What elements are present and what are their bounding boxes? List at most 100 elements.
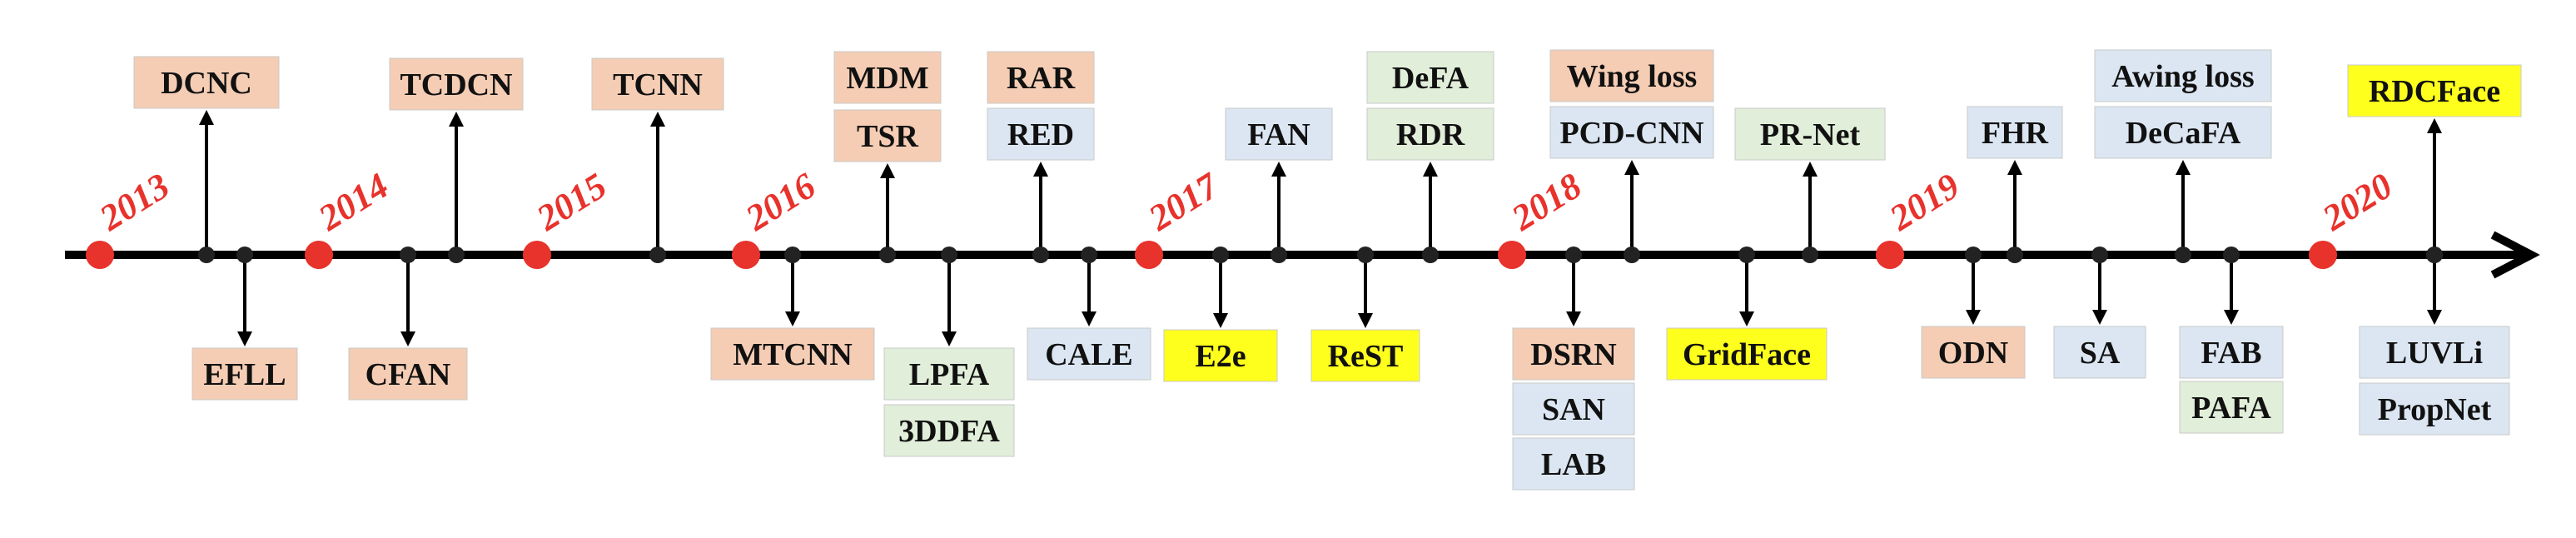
method-above-tcnn: TCNN [591, 57, 724, 111]
arrow-down-icon [400, 331, 415, 346]
method-below-fab: FAB [2179, 326, 2284, 379]
arrow-down-icon [1739, 311, 1754, 326]
method-label: Awing loss [2111, 59, 2254, 94]
method-below-cfan: CFAN [348, 347, 468, 401]
method-label: DSRN [1530, 337, 1616, 372]
year-marker-2020 [2309, 241, 2337, 269]
method-box-bg [191, 347, 298, 401]
method-label: LUVLi [2386, 336, 2483, 371]
method-label: EFLL [203, 357, 286, 392]
method-box-bg [710, 327, 875, 381]
method-box-bg [1512, 437, 1635, 491]
method-box-bg [883, 404, 1015, 457]
method-above-decafa: DeCaFA [2094, 106, 2272, 159]
arrow-down-icon [785, 311, 800, 326]
year-label-2019: 2019 [1882, 165, 1966, 239]
method-below-mtcnn: MTCNN [710, 327, 875, 381]
method-label: LPFA [909, 357, 990, 392]
method-label: PCD-CNN [1559, 116, 1703, 151]
year-label-2014: 2014 [311, 165, 395, 239]
method-label: SA [2080, 336, 2121, 371]
method-label: FAB [2201, 336, 2261, 371]
method-box-bg [987, 107, 1095, 161]
method-node [1422, 247, 1439, 263]
method-box-bg [1967, 106, 2063, 159]
method-above-rdcface: RDCFace [2347, 64, 2522, 117]
method-box-bg [133, 56, 280, 109]
method-node [2007, 247, 2023, 263]
method-above-dcnc: DCNC [133, 56, 280, 109]
method-box-bg [1921, 326, 2026, 379]
method-node [1624, 247, 1640, 263]
method-below-pafa: PAFA [2179, 381, 2284, 434]
year-label-2013: 2013 [92, 165, 176, 239]
arrow-up-icon [1624, 160, 1639, 175]
method-below-lpfa: LPFA [883, 347, 1015, 401]
method-label: GridFace [1683, 337, 1811, 372]
arrow-down-icon [942, 331, 957, 346]
method-node [1271, 247, 1287, 263]
method-label: E2e [1195, 339, 1246, 374]
method-box-bg [833, 109, 942, 162]
method-box-bg [1366, 107, 1494, 161]
method-node [649, 247, 666, 263]
method-label: RED [1007, 117, 1074, 152]
method-node [1081, 247, 1097, 263]
method-below-luvli: LUVLi [2359, 326, 2510, 379]
method-box-bg [2359, 326, 2510, 379]
method-box-bg [1666, 327, 1828, 381]
method-below-e2e: E2e [1163, 329, 1278, 382]
method-below-odn: ODN [1921, 326, 2026, 379]
method-node [1565, 247, 1582, 263]
method-above-awing-loss: Awing loss [2094, 49, 2272, 102]
method-box-bg [2094, 106, 2272, 159]
arrow-up-icon [199, 110, 214, 125]
method-box-bg [1549, 49, 1714, 102]
method-label: RDR [1396, 117, 1465, 152]
method-above-mdm: MDM [833, 51, 942, 104]
method-node [784, 247, 801, 263]
method-below-gridface: GridFace [1666, 327, 1828, 381]
method-label: RDCFace [2369, 74, 2500, 109]
method-node [1212, 247, 1229, 263]
year-label-2015: 2015 [529, 165, 613, 239]
method-above-fan: FAN [1225, 107, 1333, 161]
arrow-down-icon [2427, 310, 2442, 325]
arrow-down-icon [1966, 310, 1981, 325]
year-marker-2019 [1876, 241, 1904, 269]
method-below-3ddfa: 3DDFA [883, 404, 1015, 457]
method-above-tcdcn: TCDCN [389, 57, 524, 111]
year-marker-2017 [1135, 241, 1163, 269]
method-box-bg [1512, 327, 1635, 381]
method-label: MDM [846, 61, 928, 96]
arrow-down-icon [1082, 311, 1097, 326]
method-above-rar: RAR [987, 51, 1095, 104]
method-node [941, 247, 957, 263]
method-above-wing-loss: Wing loss [1549, 49, 1714, 102]
method-above-pcd-cnn: PCD-CNN [1549, 106, 1714, 159]
method-label: PropNet [2378, 392, 2492, 427]
arrow-down-icon [1213, 313, 1228, 328]
method-node [1032, 247, 1049, 263]
method-label: DeFA [1392, 61, 1470, 96]
arrow-up-icon [449, 112, 464, 127]
method-above-defa: DeFA [1366, 51, 1494, 104]
method-node [1802, 247, 1818, 263]
method-label: CFAN [366, 357, 451, 392]
arrow-down-icon [2092, 310, 2107, 325]
method-label: PR-Net [1760, 117, 1861, 152]
method-box-bg [1225, 107, 1333, 161]
method-node [2223, 247, 2240, 263]
method-box-bg [1366, 51, 1494, 104]
arrow-up-icon [1803, 162, 1818, 177]
arrow-up-icon [880, 163, 895, 178]
method-node [198, 247, 215, 263]
method-box-bg [2179, 326, 2284, 379]
timeline-axis [65, 231, 2540, 279]
method-above-red: RED [987, 107, 1095, 161]
method-below-efll: EFLL [191, 347, 298, 401]
method-box-bg [833, 51, 942, 104]
method-box-bg [2094, 49, 2272, 102]
method-node [2175, 247, 2191, 263]
